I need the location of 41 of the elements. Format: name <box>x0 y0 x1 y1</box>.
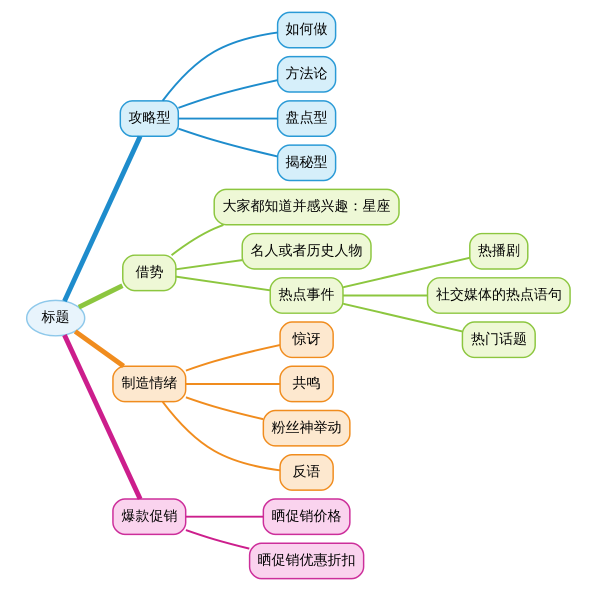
connector <box>162 32 278 102</box>
node-box: 热门话题 <box>462 321 536 358</box>
node-box: 攻略型 <box>120 100 180 137</box>
node-box: 晒促销优惠折扣 <box>248 542 364 580</box>
connector <box>176 276 270 292</box>
connector <box>343 294 428 296</box>
connector <box>186 516 264 518</box>
node-box: 大家都知道并感兴趣：星座 <box>213 188 400 226</box>
connector <box>186 344 280 372</box>
node-box: 如何做 <box>276 12 336 48</box>
node-box: 共鸣 <box>279 366 334 402</box>
connector <box>343 256 470 288</box>
connector <box>178 118 278 120</box>
connector <box>343 302 462 332</box>
connector <box>170 224 224 256</box>
node-box: 晒促销价格 <box>262 498 351 536</box>
connector <box>74 329 125 368</box>
connector <box>162 401 280 472</box>
connector <box>178 128 278 158</box>
connector <box>186 529 250 550</box>
connector <box>78 283 124 310</box>
node-box: 爆款促销 <box>112 498 186 536</box>
node-box: 制造情绪 <box>112 366 186 402</box>
node-box: 借势 <box>122 254 177 292</box>
connector <box>176 259 242 270</box>
node-box: 方法论 <box>276 56 336 93</box>
node-box: 盘点型 <box>276 100 336 137</box>
node-box: 名人或者历史人物 <box>241 232 372 270</box>
node-box: 惊讶 <box>279 321 334 358</box>
node-box: 热播剧 <box>469 232 529 270</box>
node-box: 热点事件 <box>270 277 344 314</box>
connector <box>186 396 264 420</box>
connector <box>62 334 142 500</box>
node-box: 社交媒体的热点语句 <box>426 277 571 314</box>
node-box: 揭秘型 <box>276 144 336 182</box>
node-box: 反语 <box>279 454 334 491</box>
node-ellipse: 标题 <box>26 300 86 337</box>
connector <box>62 135 142 302</box>
connector <box>178 79 278 109</box>
connector <box>186 383 280 385</box>
node-box: 粉丝神举动 <box>262 410 351 447</box>
